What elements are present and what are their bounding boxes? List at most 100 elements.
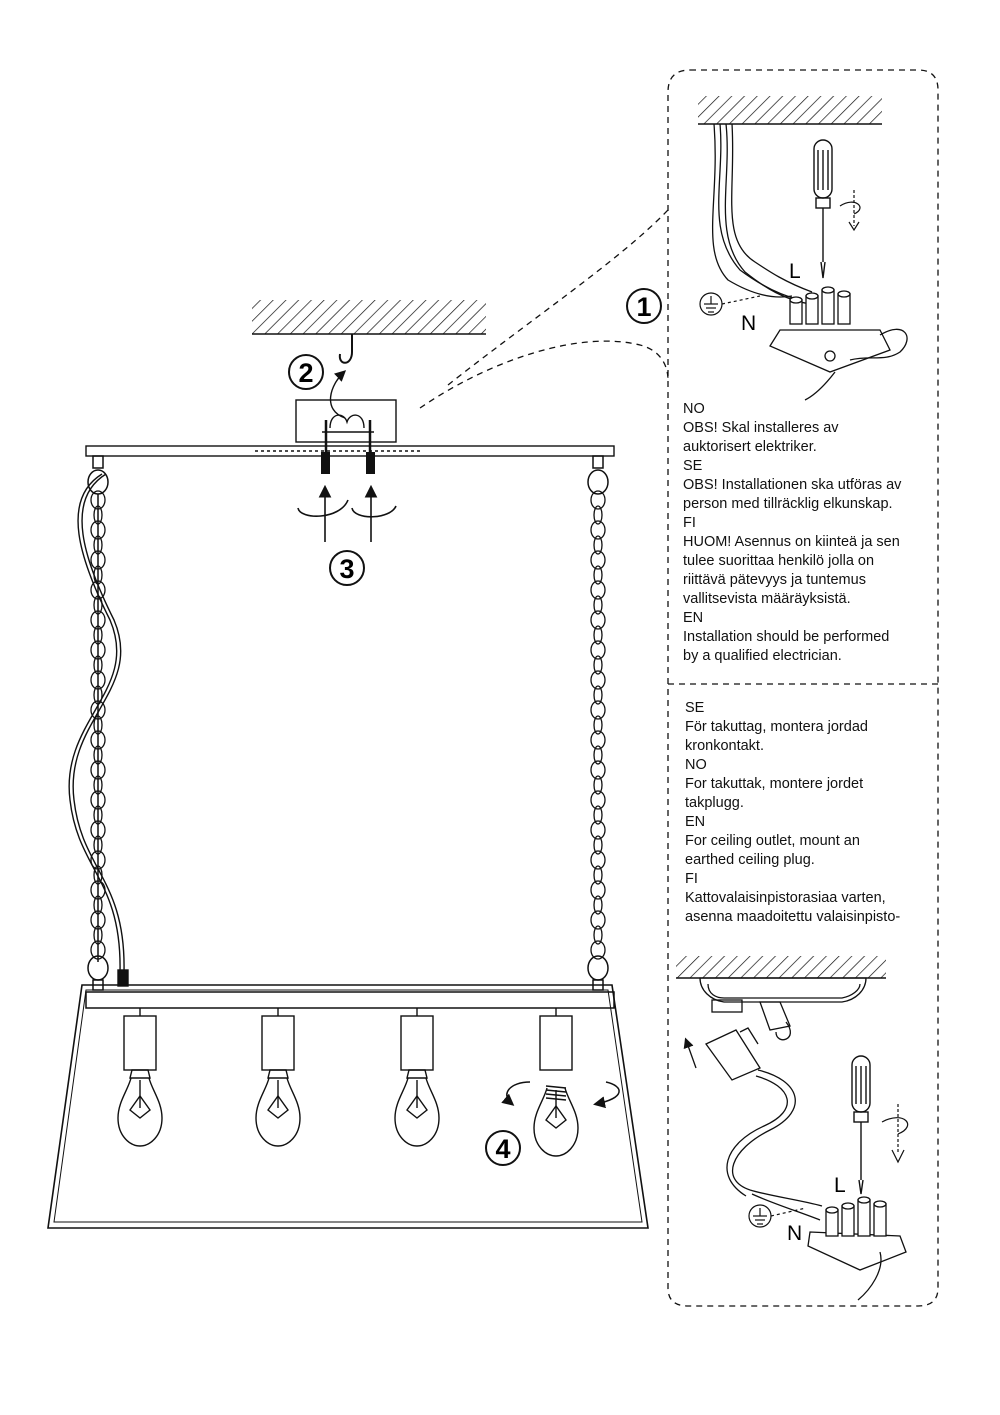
screw-right <box>366 452 375 474</box>
note-line: OBS! Installationen ska utföras av <box>683 477 902 493</box>
chain-link <box>590 790 606 810</box>
chain-link <box>90 640 106 660</box>
rotate-arrow-icon <box>839 190 861 232</box>
screwdriver-icon <box>813 139 833 279</box>
plug-cable <box>726 1069 882 1301</box>
note-line: För takuttag, montera jordad <box>685 719 868 735</box>
screw-left <box>321 452 330 474</box>
note-lang: FI <box>683 515 696 531</box>
chain-link <box>90 790 106 810</box>
step-badge-3: 3 <box>329 550 365 586</box>
note-line: takplugg. <box>685 795 744 811</box>
chain-link <box>590 550 606 570</box>
note-block: FI HUOM! Asennus on kiinteä ja sen tulee… <box>683 514 901 609</box>
ceiling-hook <box>338 334 353 364</box>
step-number: 4 <box>495 1134 510 1164</box>
chain-link <box>93 715 103 735</box>
chain-link <box>90 760 106 780</box>
chain-link <box>593 655 603 675</box>
wiring-inset-top <box>698 96 908 401</box>
chain-link <box>90 520 106 540</box>
note-lang: SE <box>683 458 703 474</box>
chain-link <box>590 640 606 660</box>
chain-link <box>590 730 606 750</box>
chain-link <box>93 895 103 915</box>
chain-link <box>90 820 106 840</box>
chain-link <box>93 775 103 795</box>
light-bar <box>85 955 615 1009</box>
chain-link <box>593 775 603 795</box>
note-line: HUOM! Asennus on kiinteä ja sen <box>683 534 900 550</box>
bulb <box>394 1008 440 1147</box>
chain-link <box>590 760 606 780</box>
step-badge-4: 4 <box>485 1130 521 1166</box>
note-lang: NO <box>683 401 705 417</box>
chain-link <box>593 895 603 915</box>
chain-link <box>590 580 606 600</box>
note-line: For ceiling outlet, mount an <box>685 833 860 849</box>
chain-link <box>593 925 603 945</box>
ceiling-outlet <box>699 977 867 1041</box>
note-line: vallitsevista määräyksistä. <box>683 591 851 607</box>
note-block: SE För takuttag, montera jordad kronkont… <box>685 699 900 756</box>
step-badge-1: 1 <box>626 288 662 324</box>
note-block: EN For ceiling outlet, mount an earthed … <box>685 813 900 870</box>
live-label: L <box>789 260 801 283</box>
notes-bottom: SE För takuttag, montera jordad kronkont… <box>685 699 900 927</box>
chain-link <box>590 910 606 930</box>
info-panel <box>667 69 939 1307</box>
note-line: OBS! Skal installeres av <box>683 420 839 436</box>
screw-in-arrows <box>297 484 397 542</box>
chain-link <box>593 805 603 825</box>
bulb <box>533 1008 579 1157</box>
chain-link <box>593 505 603 525</box>
hang-arrow <box>329 370 347 419</box>
note-line: For takuttak, montere jordet <box>685 776 864 792</box>
ceiling-plug <box>683 1027 761 1081</box>
chain-link <box>93 655 103 675</box>
chain-link <box>593 595 603 615</box>
rotate-arrow-icon <box>881 1104 909 1164</box>
note-line: kronkontakt. <box>685 738 764 754</box>
step-number: 1 <box>636 292 651 322</box>
screwdriver-icon <box>851 1055 871 1195</box>
earth-symbol-icon <box>748 1204 807 1228</box>
note-line: person med tillräcklig elkunskap. <box>683 496 893 512</box>
bulbs <box>117 1008 579 1157</box>
chain-links <box>90 490 606 960</box>
note-line: riittävä pätevyys ja tuntemus <box>683 572 866 588</box>
step-number: 3 <box>339 554 354 584</box>
chain-link <box>593 625 603 645</box>
power-cable <box>68 473 129 987</box>
note-line: by a qualified electrician. <box>683 648 842 664</box>
chain-link <box>593 685 603 705</box>
note-block: NO OBS! Skal installeres av auktorisert … <box>683 400 901 457</box>
terminal-block-top <box>789 286 851 362</box>
chain-link <box>590 940 606 960</box>
note-line: Kattovalaisinpistorasiaa varten, <box>685 890 886 906</box>
chain-link <box>93 505 103 525</box>
chain-link <box>590 700 606 720</box>
chain-link <box>90 730 106 750</box>
note-block: FI Kattovalaisinpistorasiaa varten, asen… <box>685 870 900 927</box>
chain-link <box>590 670 606 690</box>
chain-link <box>90 580 106 600</box>
chain-link <box>90 910 106 930</box>
note-lang: FI <box>685 871 698 887</box>
ceiling-hatch <box>252 300 486 335</box>
step-badge-2: 2 <box>288 354 324 390</box>
note-lang: EN <box>685 814 706 830</box>
note-line: Installation should be performed <box>683 629 890 645</box>
chain-link <box>90 610 106 630</box>
bulb <box>117 1008 163 1147</box>
note-lang: SE <box>685 700 705 716</box>
note-line: asenna maadoitettu valaisinpisto- <box>685 909 901 925</box>
chain-link <box>93 835 103 855</box>
chain-link <box>590 850 606 870</box>
chain-link <box>93 925 103 945</box>
note-lang: EN <box>683 610 704 626</box>
chain-link <box>593 745 603 765</box>
neutral-label: N <box>741 312 756 335</box>
chain-link <box>593 865 603 885</box>
